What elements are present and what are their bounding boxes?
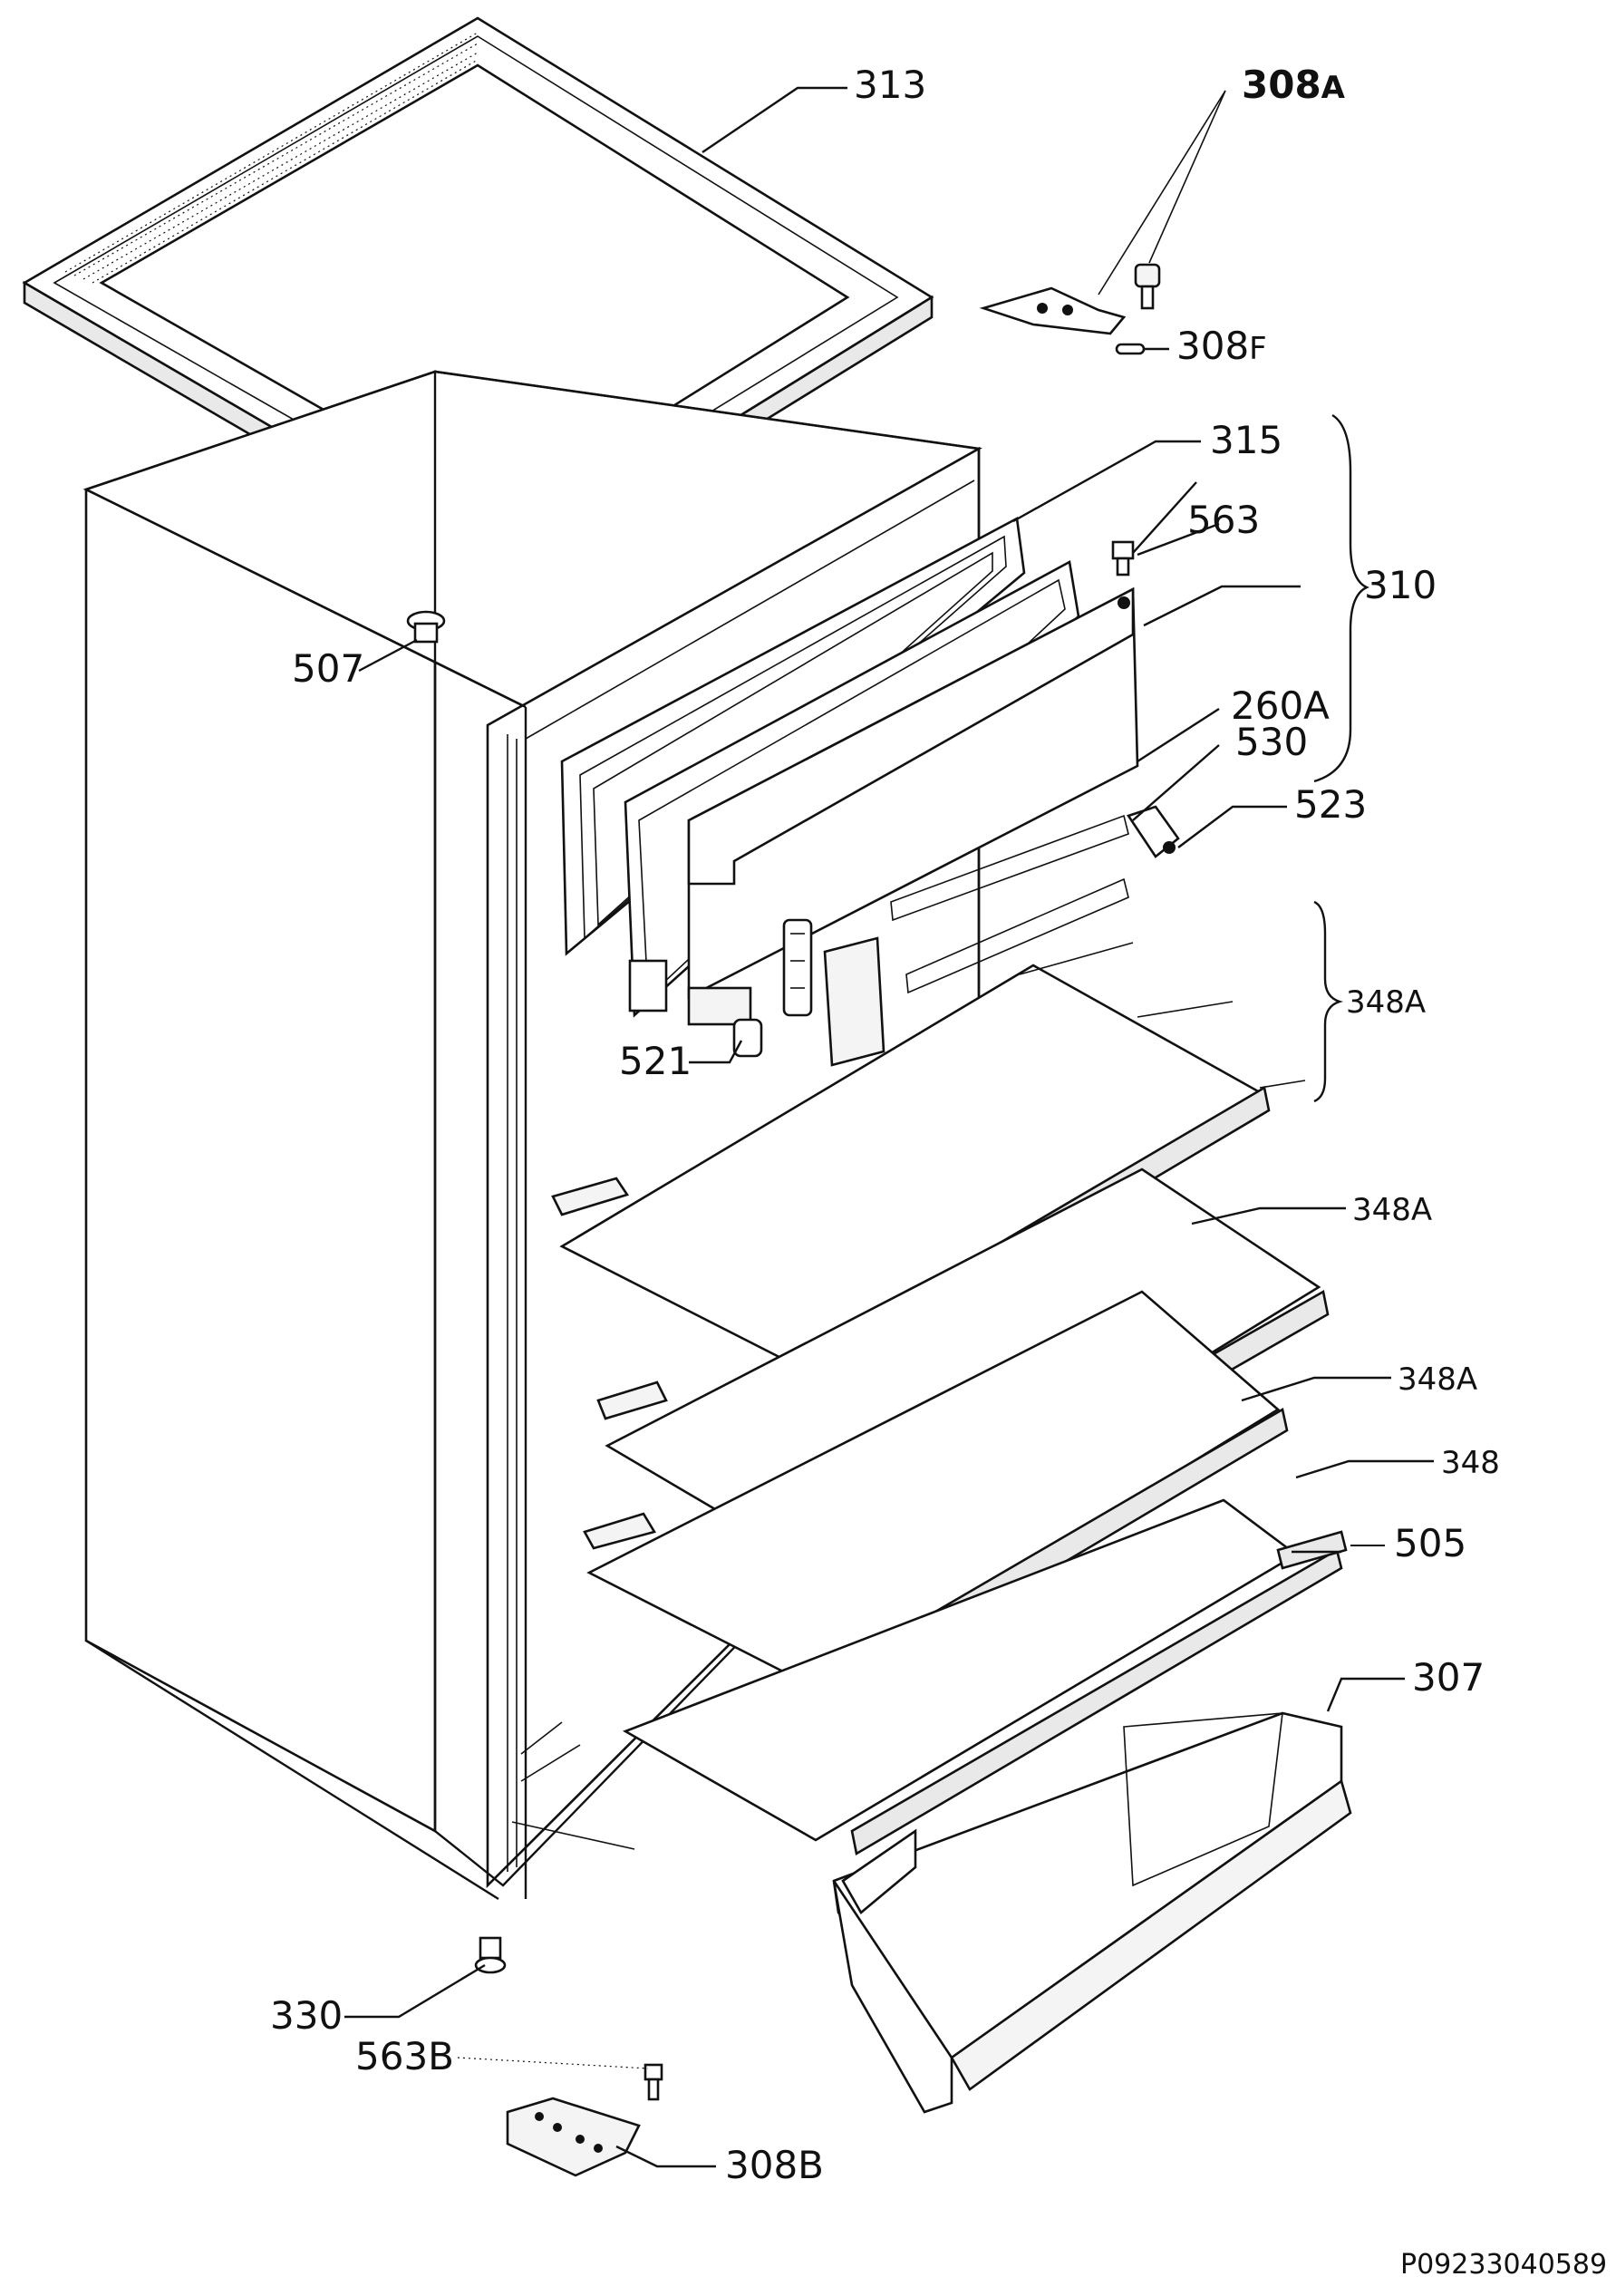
label-307: 307 xyxy=(1412,1655,1485,1700)
label-530: 530 xyxy=(1235,720,1308,764)
door-stop-523[interactable] xyxy=(1126,805,1180,858)
light-assembly-530[interactable] xyxy=(823,814,1129,1067)
part-labels: 313 308A 308F 315 563 310 507 260A 530 5… xyxy=(270,63,1607,2281)
label-315: 315 xyxy=(1210,418,1282,462)
label-348a-3: 348A xyxy=(1398,1361,1477,1398)
label-308a: 308A xyxy=(1242,63,1346,107)
label-260a: 260A xyxy=(1231,683,1330,728)
crisper-drawer-307[interactable] xyxy=(832,1711,1352,2114)
brace-310 xyxy=(1313,413,1369,783)
label-308b: 308B xyxy=(725,2143,824,2187)
thermostat-260a[interactable] xyxy=(782,918,813,1017)
screw-563[interactable] xyxy=(1111,540,1135,576)
label-308f: 308F xyxy=(1176,324,1267,368)
label-330: 330 xyxy=(270,1993,343,2038)
label-521: 521 xyxy=(619,1039,692,1083)
hinge-bottom-308b[interactable] xyxy=(506,2097,641,2177)
label-310: 310 xyxy=(1364,563,1437,607)
label-313: 313 xyxy=(854,63,926,107)
pin-308f[interactable] xyxy=(1115,343,1146,355)
hinge-top-308a[interactable] xyxy=(979,263,1161,335)
drawing-reference: P09233040589 xyxy=(1400,2249,1607,2281)
label-348: 348 xyxy=(1441,1445,1500,1481)
lamp-521[interactable] xyxy=(732,1018,763,1058)
label-507: 507 xyxy=(292,646,364,691)
shelf-front-505[interactable] xyxy=(1276,1530,1348,1570)
plug-507[interactable] xyxy=(406,610,446,644)
screw-563b[interactable] xyxy=(643,2063,663,2101)
label-523: 523 xyxy=(1294,782,1367,827)
foot-330[interactable] xyxy=(474,1936,507,1974)
leader-lines xyxy=(344,86,1434,2168)
freezer-door-panel[interactable] xyxy=(687,586,1139,1026)
brace-348a xyxy=(1313,900,1344,1103)
label-348a-2: 348A xyxy=(1352,1192,1432,1228)
label-563b: 563B xyxy=(355,2034,454,2078)
label-505: 505 xyxy=(1394,1521,1466,1565)
label-348a-1: 348A xyxy=(1346,984,1426,1021)
label-563: 563 xyxy=(1187,498,1260,542)
